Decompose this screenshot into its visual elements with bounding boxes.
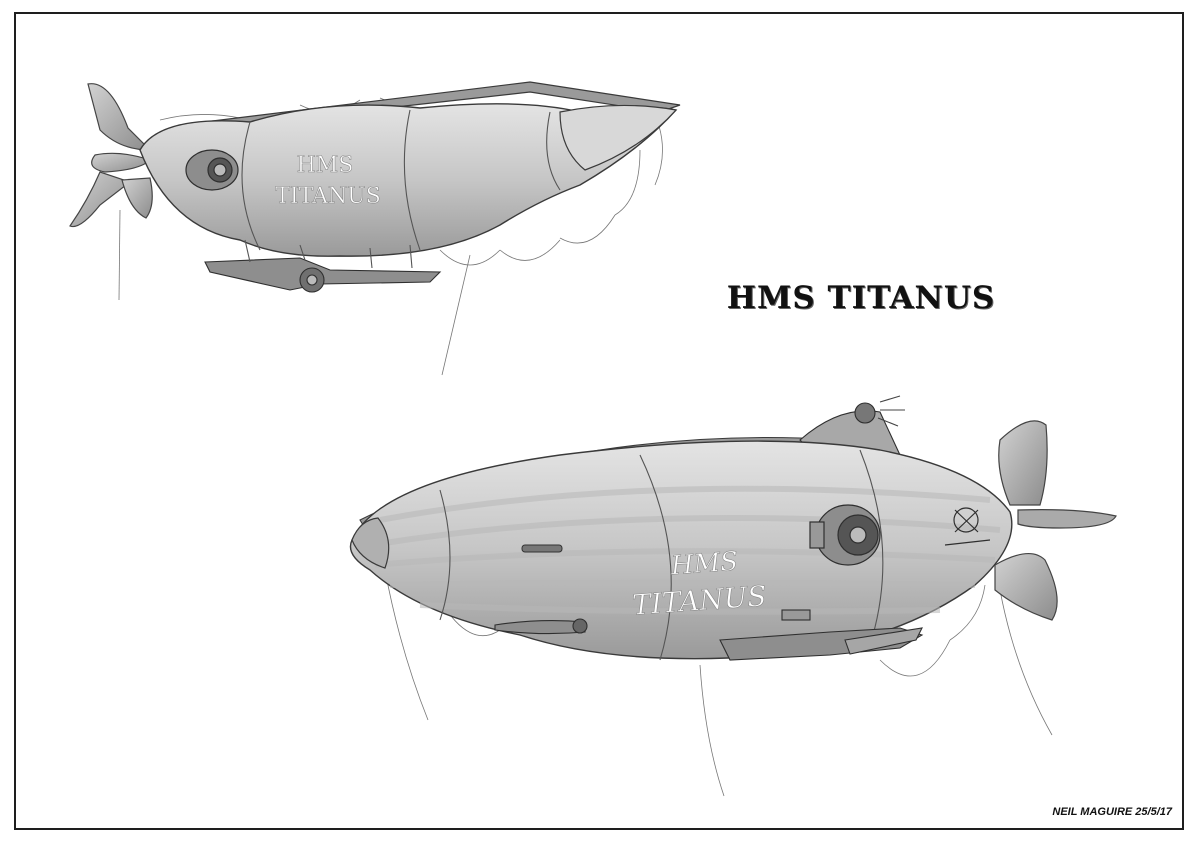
airship-2-cables (384, 569, 1053, 797)
airship-2-hull-line-1: HMS (669, 547, 739, 582)
artist-signature: NEIL MAGUIRE 25/5/17 (1052, 806, 1172, 818)
airship-2: HMS TITANUS (349, 395, 1117, 797)
airship-2-engine (809, 504, 881, 566)
airship-2-tail-fins (994, 420, 1117, 621)
airship-2-emblem (944, 507, 991, 546)
airship-1-segments (241, 109, 561, 251)
airship-1-nose (559, 104, 678, 171)
airship-2-hull-line-2: TITANUS (631, 579, 767, 621)
airship-2-nose (351, 517, 390, 569)
airship-1-hull-line-2: TITANUS (275, 184, 381, 209)
airship-1-hull-line-1: HMS (297, 153, 354, 178)
drawing-frame (14, 12, 1184, 830)
airship-2-side-port (521, 544, 563, 553)
airship-2-segments (439, 449, 884, 661)
airship-2-gondola (494, 609, 924, 661)
airship-2-stripes (371, 485, 1001, 615)
airship-1-gondola (204, 239, 442, 293)
airship-1-tail-fins (69, 83, 153, 228)
airship-1-engine (185, 149, 239, 191)
page-title: HMS TITANUS (726, 280, 996, 316)
airship-1: HMS TITANUS (69, 81, 681, 376)
airship-1-hull (139, 103, 678, 257)
